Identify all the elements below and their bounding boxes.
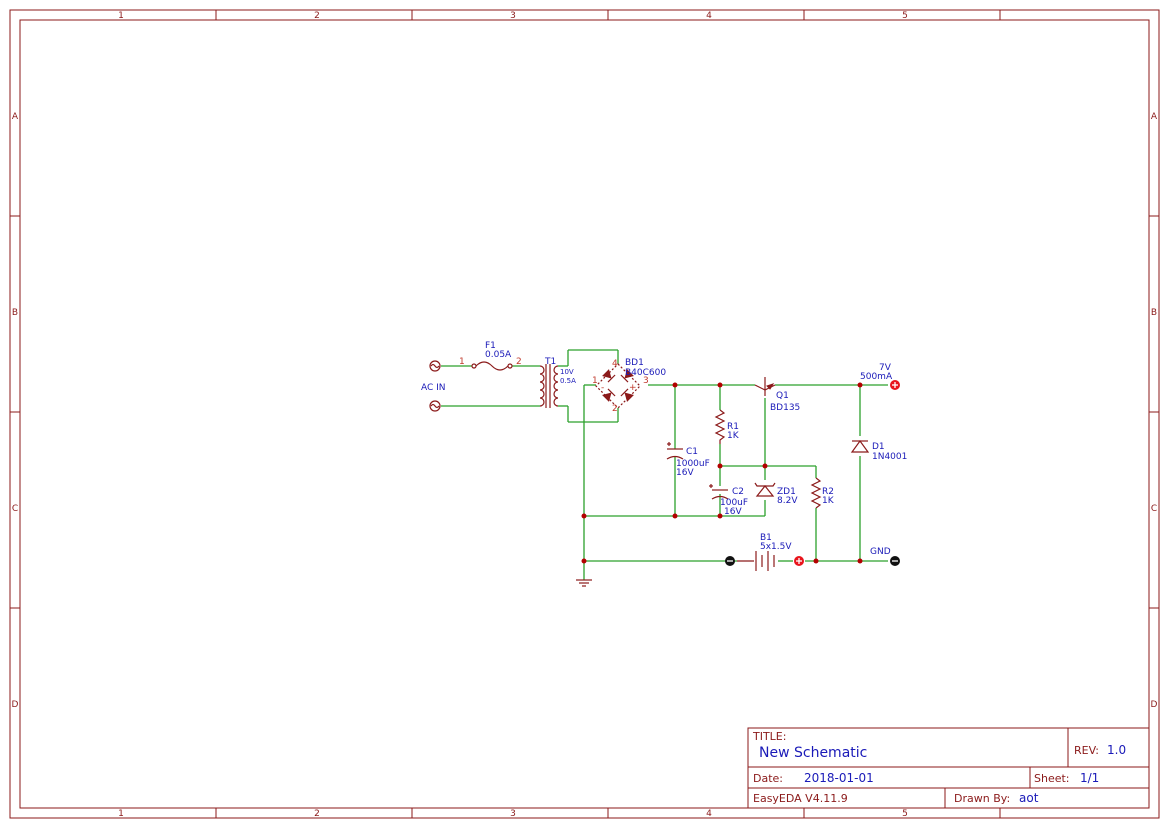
bd1-ref: BD1 [625,358,644,368]
bd1-plus: + [629,383,637,393]
battery-positive-port[interactable] [794,556,804,566]
resistor-r1[interactable] [714,409,726,444]
bridge-rectifier-bd1[interactable] [595,363,641,409]
frame-col-3-top: 3 [510,11,516,21]
c1-voltage: 16V [676,468,694,478]
gnd-label: GND [870,547,891,557]
frame-col-5-top: 5 [902,11,908,21]
frame-row-b-left: B [12,308,18,318]
c2-voltage: 16V [724,507,742,517]
c1-value: 1000uF [676,459,710,469]
date-label: Date: [753,772,783,785]
drawing-frame: 1 2 3 4 5 1 2 3 4 5 A B C D A B C D [9,9,1160,819]
transformer-t1[interactable] [539,364,559,408]
date-value: 2018-01-01 [804,771,874,785]
d1-value: 1N4001 [872,452,907,462]
capacitor-c2[interactable] [709,484,729,500]
frame-row-a-left: A [12,112,19,122]
f1-value: 0.05A [485,350,512,360]
frame-col-3-bottom: 3 [510,809,516,819]
bd1-value: B40C600 [625,368,666,378]
frame-col-2-top: 2 [314,11,320,21]
frame-row-c-right: C [1151,504,1157,514]
title-value: New Schematic [759,745,867,761]
f1-pin-1: 1 [459,357,465,367]
c2-value: 100uF [720,498,748,508]
bd1-pin-3: 3 [643,376,649,386]
t1-ref: T1 [544,357,556,367]
software-label: EasyEDA V4.11.9 [753,792,848,805]
sheet-value: 1/1 [1080,771,1099,785]
frame-col-4-bottom: 4 [706,809,712,819]
r1-ref: R1 [727,422,739,432]
rev-label: REV: [1074,744,1099,757]
output-voltage-label: 7V [879,363,892,373]
drawn-by-label: Drawn By: [954,792,1010,805]
sheet-label: Sheet: [1034,772,1070,785]
q1-value: BD135 [770,403,800,413]
zd1-value: 8.2V [777,496,798,506]
drawn-by-value: aot [1019,791,1039,805]
capacitor-c1[interactable] [666,442,684,460]
b1-ref: B1 [760,533,772,543]
frame-row-b-right: B [1151,308,1157,318]
t1-voltage: 10V [560,368,574,376]
bd1-pin-1: 1 [592,376,598,386]
frame-col-2-bottom: 2 [314,809,320,819]
b1-value: 5x1.5V [760,542,792,552]
ac-input-symbols[interactable] [429,360,441,412]
r2-ref: R2 [822,487,834,497]
title-label: TITLE: [752,730,786,743]
junctions [581,382,863,564]
wires [441,349,888,580]
ac-in-label: AC IN [421,383,446,393]
r1-value: 1K [727,431,740,441]
rev-value: 1.0 [1107,743,1126,757]
output-current-label: 500mA [860,372,893,382]
bd1-minus: - [601,383,604,393]
frame-row-d-left: D [12,700,19,710]
frame-col-1-top: 1 [118,11,124,21]
frame-row-a-right: A [1151,112,1158,122]
t1-current: 0.5A [560,377,576,385]
c1-ref: C1 [686,447,698,457]
output-positive-port[interactable] [890,380,900,390]
r2-value: 1K [822,496,835,506]
frame-row-c-left: C [12,504,18,514]
resistor-r2[interactable] [810,477,822,509]
battery-negative-port[interactable] [725,556,735,566]
output-ground-port[interactable] [890,556,900,566]
f1-ref: F1 [485,341,496,351]
frame-col-1-bottom: 1 [118,809,124,819]
q1-ref: Q1 [776,391,789,401]
frame-col-4-top: 4 [706,11,712,21]
title-block [747,727,1150,809]
frame-row-d-right: D [1151,700,1158,710]
f1-pin-2: 2 [516,357,522,367]
bd1-pin-2: 2 [612,404,618,414]
fuse-f1[interactable] [471,361,513,371]
frame-col-5-bottom: 5 [902,809,908,819]
zener-diode-zd1[interactable] [754,482,776,497]
bd1-pin-4: 4 [612,359,618,369]
d1-ref: D1 [872,442,885,452]
zd1-ref: ZD1 [777,487,796,497]
battery-b1[interactable] [737,551,775,571]
diode-d1[interactable] [850,439,870,453]
c2-ref: C2 [732,487,744,497]
ground-icon [576,579,592,587]
transistor-q1[interactable] [754,377,776,396]
